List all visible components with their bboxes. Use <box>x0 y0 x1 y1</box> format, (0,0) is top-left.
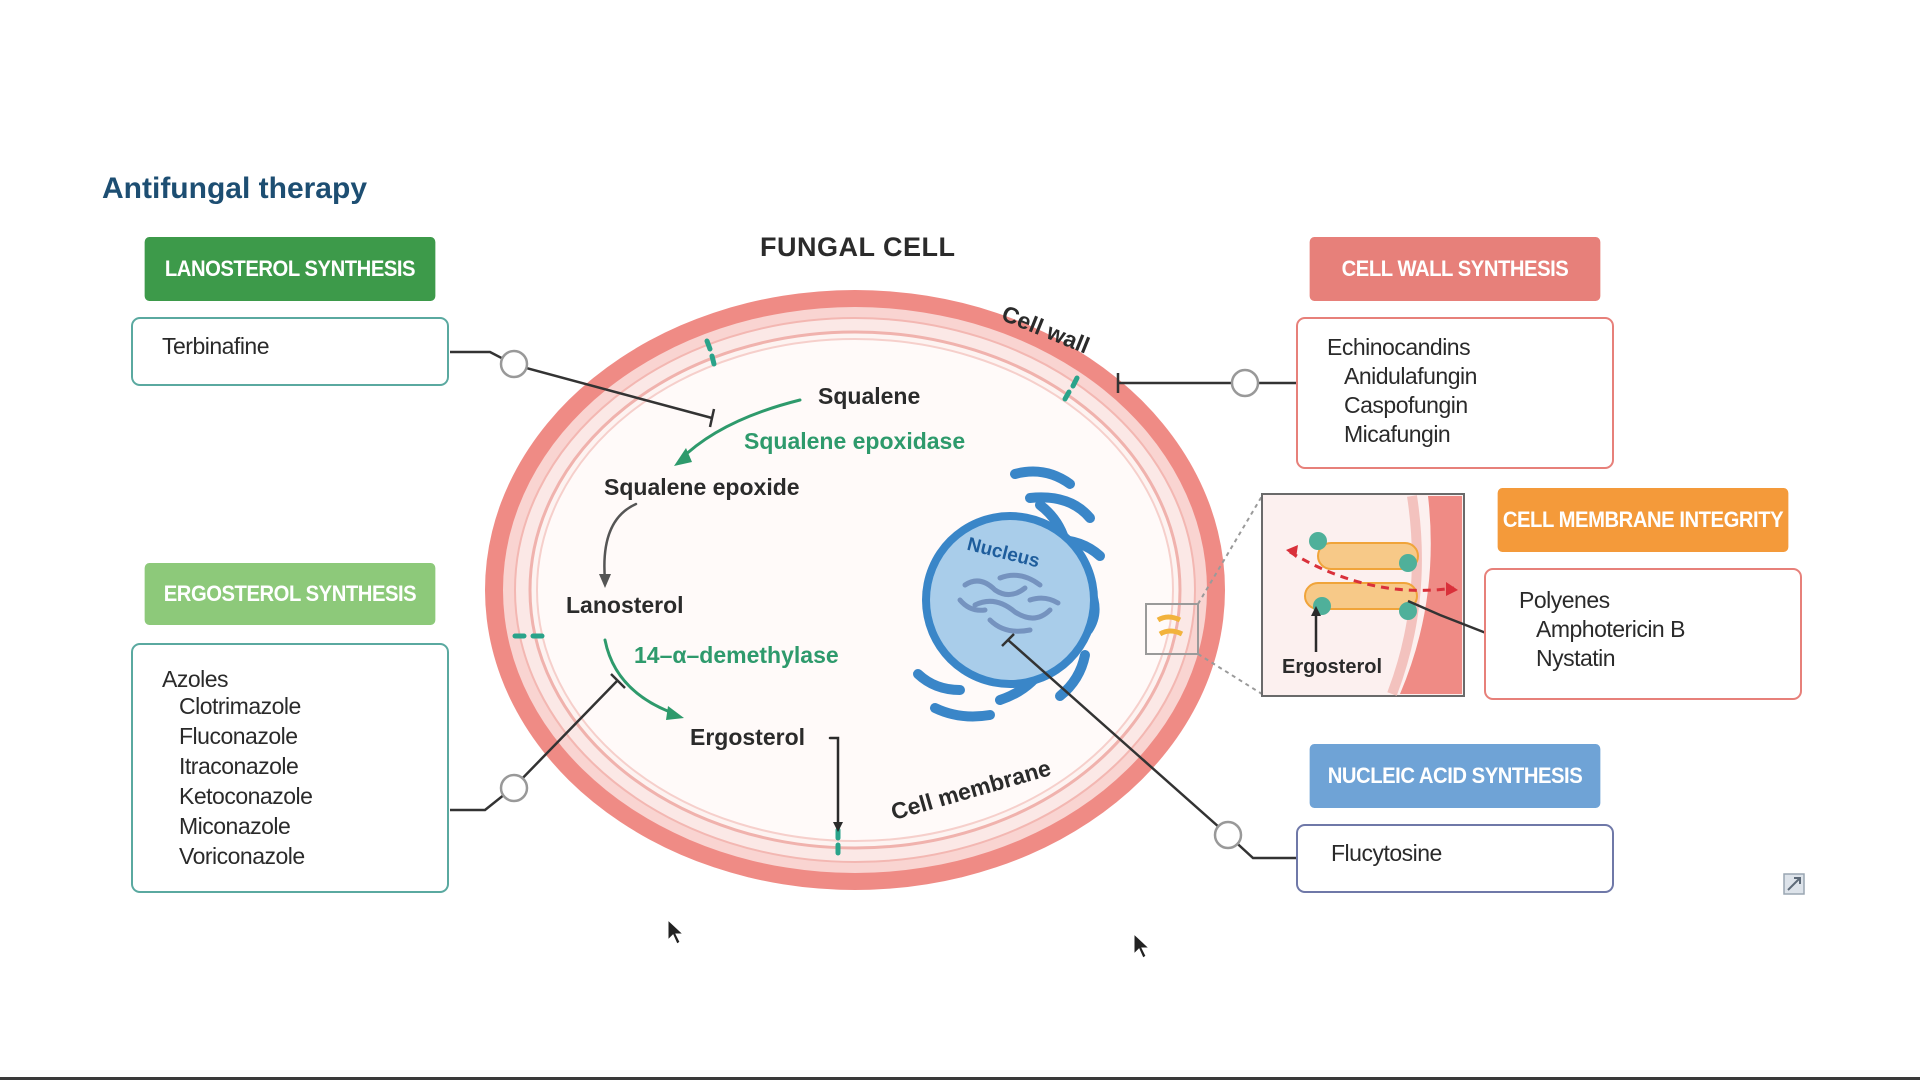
nucleic-drug-box: Flucytosine <box>1296 824 1614 893</box>
membrane-drug-box: Polyenes Amphotericin B Nystatin <box>1484 568 1802 700</box>
drug-anidulafungin: Anidulafungin <box>1344 363 1477 389</box>
cell-wall-synthesis-header: CELL WALL SYNTHESIS <box>1309 237 1601 301</box>
demethylase-label: 14–α–demethylase <box>634 642 839 668</box>
drug-flucytosine: Flucytosine <box>1331 840 1442 866</box>
squalene-label: Squalene <box>818 383 921 409</box>
drug-ketoconazole: Ketoconazole <box>179 783 313 809</box>
drug-miconazole: Miconazole <box>179 813 291 839</box>
fungal-cell-title: FUNGAL CELL <box>760 232 956 262</box>
ergosterol-drug-box: Azoles Clotrimazole Fluconazole Itracona… <box>131 643 449 893</box>
lanosterol-drug-box: Terbinafine <box>131 317 449 386</box>
drug-group-polyenes: Polyenes <box>1519 587 1610 613</box>
inset-ergosterol-label: Ergosterol <box>1282 656 1383 678</box>
page-title: Antifungal therapy <box>102 172 368 205</box>
drug-itraconazole: Itraconazole <box>179 753 299 779</box>
nucleic-acid-synthesis-header: NUCLEIC ACID SYNTHESIS <box>1309 744 1601 808</box>
cell-wall-drug-box: Echinocandins Anidulafungin Caspofungin … <box>1296 317 1614 469</box>
cell-membrane-integrity-header: CELL MEMBRANE INTEGRITY <box>1497 488 1789 552</box>
bottom-divider <box>0 1077 1920 1080</box>
squalene-epoxide-label: Squalene epoxide <box>604 474 800 500</box>
lanosterol-label: Lanosterol <box>566 592 684 618</box>
drug-clotrimazole: Clotrimazole <box>179 693 301 719</box>
squalene-epoxidase-label: Squalene epoxidase <box>744 428 966 454</box>
nucleus-shape <box>913 466 1105 722</box>
drug-group-azoles: Azoles <box>162 666 229 692</box>
ergosterol-label: Ergosterol <box>690 724 806 750</box>
drug-voriconazole: Voriconazole <box>179 843 305 869</box>
ergosterol-synthesis-header: ERGOSTEROL SYNTHESIS <box>144 563 436 625</box>
drug-group-echinocandins: Echinocandins <box>1327 334 1471 360</box>
drug-nystatin: Nystatin <box>1536 645 1616 671</box>
membrane-inset <box>1261 493 1465 697</box>
drug-micafungin: Micafungin <box>1344 421 1451 447</box>
drug-amphotericin-b: Amphotericin B <box>1536 616 1685 642</box>
drug-caspofungin: Caspofungin <box>1344 392 1468 418</box>
drug-fluconazole: Fluconazole <box>179 723 298 749</box>
drug-terbinafine: Terbinafine <box>162 333 270 359</box>
lanosterol-synthesis-header: LANOSTEROL SYNTHESIS <box>144 237 436 301</box>
